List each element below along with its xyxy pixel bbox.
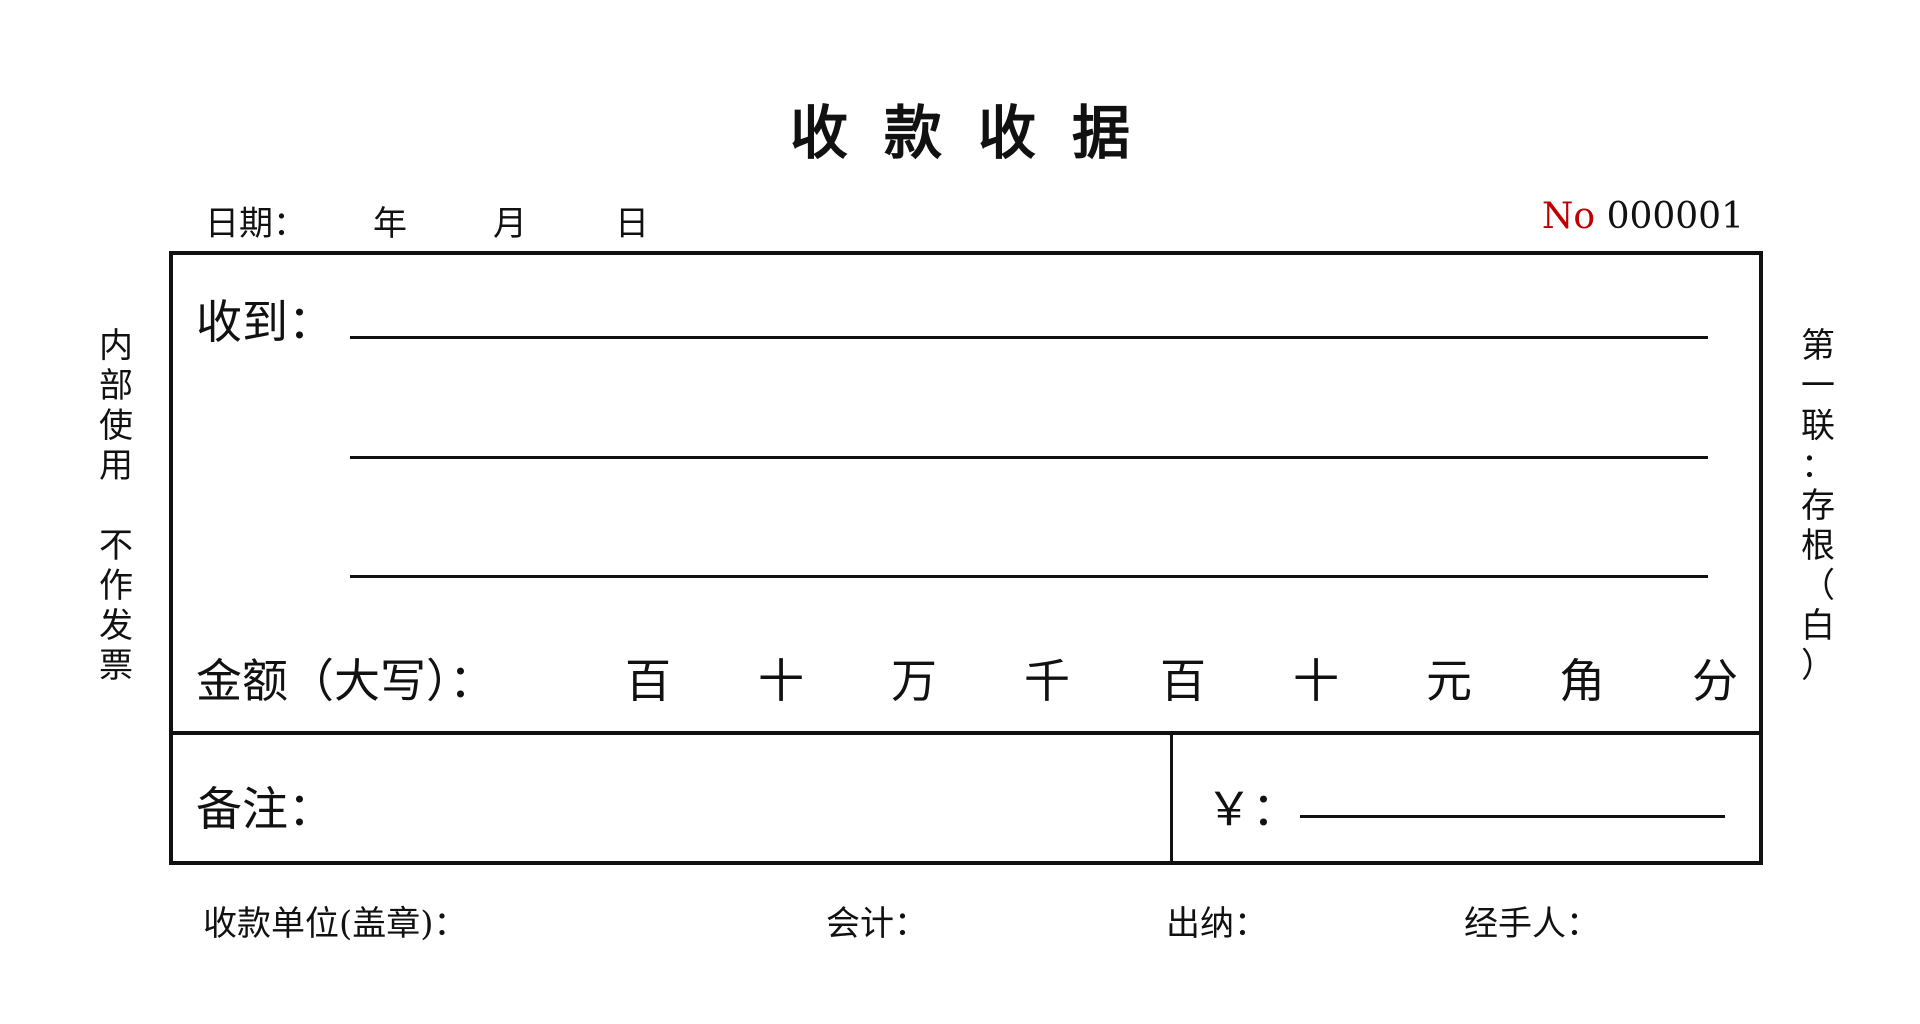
section-divider <box>169 731 1763 735</box>
side-left-char: 用 <box>99 446 133 486</box>
date-label: 日期： <box>205 204 307 244</box>
footer-cashier: 出纳： <box>1166 904 1268 944</box>
yuan-amount-field[interactable] <box>1300 815 1725 818</box>
received-label: 收到： <box>196 295 334 349</box>
amount-label: 金额（大写）： <box>196 654 495 708</box>
remark-label: 备注： <box>196 782 334 836</box>
yuan-label: ￥： <box>1206 782 1298 836</box>
unit-ten: 十 <box>1293 654 1339 708</box>
side-right-char: ） <box>1801 646 1835 686</box>
unit-hundred: 百 <box>1160 654 1206 708</box>
serial-number: No 000001 <box>1542 196 1744 237</box>
footer-handler: 经手人： <box>1464 904 1600 944</box>
date-month: 月 <box>493 204 527 244</box>
unit-ten-thousand: 万 <box>891 654 937 708</box>
side-right-char: ： <box>1801 446 1835 486</box>
side-left-char <box>96 486 136 526</box>
side-right-char: 一 <box>1801 366 1835 406</box>
unit-thousand: 千 <box>1024 654 1070 708</box>
unit-ten-million: 十 <box>758 654 804 708</box>
receipt-form <box>169 251 1763 865</box>
date-day: 日 <box>615 204 649 244</box>
unit-fen: 分 <box>1692 654 1738 708</box>
footer-accountant: 会计： <box>826 904 928 944</box>
unit-jiao: 角 <box>1559 654 1605 708</box>
unit-yuan: 元 <box>1426 654 1472 708</box>
side-right-char: 白 <box>1801 606 1835 646</box>
serial-value: 000001 <box>1606 196 1744 237</box>
date-year: 年 <box>373 204 407 244</box>
side-left-char: 票 <box>99 646 133 686</box>
side-left-char: 不 <box>99 526 133 566</box>
side-note-internal-use: 内部使用 不作发票 <box>96 326 136 686</box>
received-line-3[interactable] <box>350 575 1708 578</box>
side-left-char: 使 <box>99 406 133 446</box>
side-note-copy-stub: 第一联：存根（白） <box>1798 326 1838 686</box>
received-line-1[interactable] <box>350 336 1708 339</box>
remark-field[interactable] <box>180 740 1165 858</box>
side-left-char: 发 <box>99 606 133 646</box>
page-title: 收款收据 <box>789 99 1166 167</box>
footer-payee-unit: 收款单位(盖章)： <box>203 904 468 944</box>
side-right-char: 第 <box>1801 326 1835 366</box>
remark-divider <box>1170 733 1173 863</box>
side-right-char: 根 <box>1801 526 1835 566</box>
serial-prefix: No <box>1541 196 1596 237</box>
received-line-2[interactable] <box>350 456 1708 459</box>
side-left-char: 内 <box>99 326 133 366</box>
side-right-char: 存 <box>1801 486 1835 526</box>
side-right-char: （ <box>1801 566 1835 606</box>
unit-hundred-million: 百 <box>625 654 671 708</box>
side-left-char: 部 <box>99 366 133 406</box>
side-left-char: 作 <box>99 566 133 606</box>
side-right-char: 联 <box>1801 406 1835 446</box>
